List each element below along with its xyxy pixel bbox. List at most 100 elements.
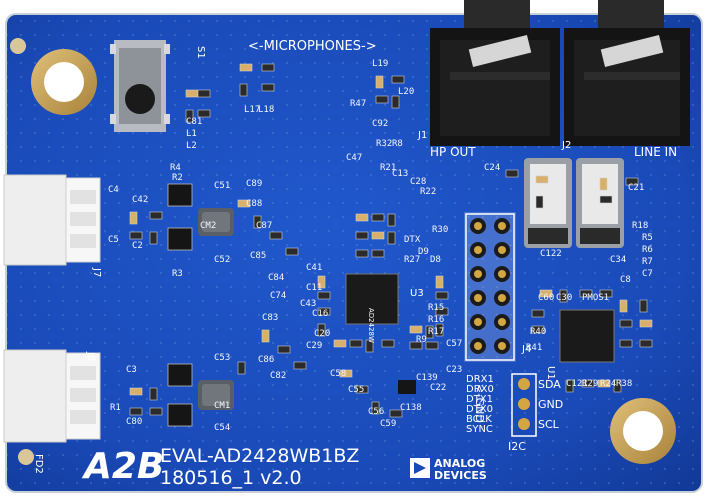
inductor-top [198,208,234,236]
label-j4: J4 [521,344,531,355]
smd-component [355,213,369,222]
designator-label: C55 [348,385,364,395]
designator-label: R27 [404,255,420,265]
label-j1: J1 [417,130,427,141]
designator-label: C8 [620,275,631,285]
designator-label: R18 [632,221,648,231]
smd-component [597,379,611,388]
designator-label: C58 [330,369,346,379]
inductor-bottom [198,380,234,410]
designator-label: C47 [346,153,362,163]
chip-u3-transceiver [345,273,399,325]
fiducial-bottom-left [18,449,34,465]
designator-label: C60 [538,293,554,303]
smd-component [197,89,211,98]
smd-component [535,175,549,184]
label-j8: J8 [85,351,96,361]
smd-component [339,369,353,378]
designator-label: C122 [540,249,562,259]
header-pin-gold [498,270,506,278]
push-button-s1 [110,40,170,132]
smd-component [261,83,275,92]
label-i2c: I2C [508,440,526,453]
designator-label: C57 [446,339,462,349]
smd-component [599,195,613,204]
designator-label: C53 [214,353,230,363]
designator-label: R16 [428,315,444,325]
designator-label: C23 [446,365,462,375]
designator-label: R22 [420,187,436,197]
designator-label: C34 [610,255,626,265]
label-j7: J7 [91,267,102,277]
smd-component [129,387,143,396]
smd-component [129,231,143,240]
designator-label: R29 [582,379,598,389]
designator-label: C138 [400,403,422,413]
designator-label: L19 [372,59,388,69]
smd-component [129,211,138,225]
designator-label: R32 [376,139,392,149]
designator-label: C80 [126,417,142,427]
designator-label: R3 [172,269,183,279]
smd-component [355,385,369,394]
designator-label: C5 [108,235,119,245]
smd-component [531,325,545,334]
header-pin-gold [474,222,482,230]
designator-label: C13 [392,169,408,179]
audio-jack-j1-hp-out [430,0,560,146]
designator-label: R17 [428,327,444,337]
passive-components: C4C5C42C2C3C80R1R2R3R4C51C52C53C54CM1CM2… [108,59,653,433]
fiducial-top-left [10,38,26,54]
pin-label: DRX1 [466,374,494,385]
smd-component [619,339,633,348]
header-pin-gold [498,342,506,350]
designator-label: D9 [418,247,429,257]
pin-label: DTX1 [466,394,493,405]
designator-label: R9 [416,335,427,345]
connector-j7 [3,174,101,266]
designator-label: C7 [642,269,653,279]
smd-component [237,361,246,375]
smd-component [239,83,248,97]
pin-label: SYNC [466,424,493,435]
designator-label: C85 [250,251,266,261]
mounting-hole-bottom-right [610,398,676,464]
smd-component [389,409,403,418]
designator-label: C42 [132,195,148,205]
designator-label: C30 [556,293,572,303]
designator-label: C3 [126,365,137,375]
label-u3: U3 [410,288,424,299]
smd-component [371,213,385,222]
label-s1: S1 [195,46,206,59]
smd-component [285,247,299,256]
designator-label: R47 [350,99,366,109]
designator-label: R15 [428,303,444,313]
smd-component [535,195,544,209]
svg-text:A2B: A2B [81,446,164,487]
smd-component [333,339,347,348]
smd-component [565,379,574,393]
smd-component [149,211,163,220]
smd-component [613,379,622,393]
smd-component [387,231,396,245]
smd-component [317,291,331,300]
header-pin-gold [498,318,506,326]
designator-label: C81 [186,117,202,127]
designator-label: C24 [484,163,500,173]
connector-j8 [3,349,101,443]
designator-label: R5 [642,233,653,243]
header-pin-gold [474,270,482,278]
designator-label: C22 [430,383,446,393]
designator-label: C121 [566,379,588,389]
designator-label: CM1 [214,401,230,411]
designator-label: C43 [300,299,316,309]
designator-label: R24 [600,379,616,389]
designator-label: C86 [258,355,274,365]
designator-label: R38 [616,379,632,389]
smd-component [391,95,400,109]
pin-label: DTX0 [466,404,493,415]
smd-component [365,339,374,353]
smd-component [599,289,613,298]
smd-component [371,401,380,415]
